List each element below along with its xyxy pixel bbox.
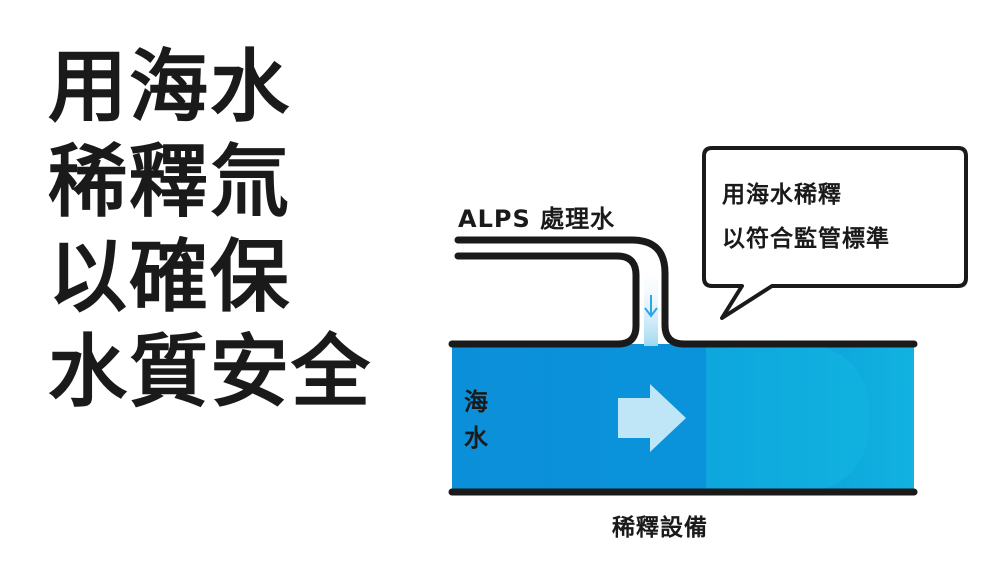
inlet-pipe-bottom-wall: [448, 252, 640, 348]
callout-text: 用海水稀釋 以符合監管標準: [722, 173, 952, 261]
flow-arrow-icon: [618, 384, 686, 452]
callout-line-2: 以符合監管標準: [722, 226, 890, 252]
callout-line-1: 用海水稀釋: [722, 182, 842, 208]
seawater-label: 海水: [464, 388, 488, 452]
facility-label: 稀釋設備: [612, 515, 708, 541]
headline-line-3: 以確保: [48, 231, 291, 323]
drip-arrow-icon: [644, 295, 658, 318]
headline-line-4: 水質安全: [48, 326, 372, 418]
inlet-label: ALPS 處理水: [458, 205, 616, 233]
headline-line-2: 稀釋氚: [48, 136, 291, 228]
callout-bubble: [702, 146, 968, 320]
inlet-pipe-top-wall: [454, 236, 918, 348]
headline-line-1: 用海水: [48, 41, 291, 133]
seawater-mixing-zone: [706, 346, 870, 490]
headline: 用海水 稀釋氚 以確保 水質安全: [48, 40, 388, 420]
